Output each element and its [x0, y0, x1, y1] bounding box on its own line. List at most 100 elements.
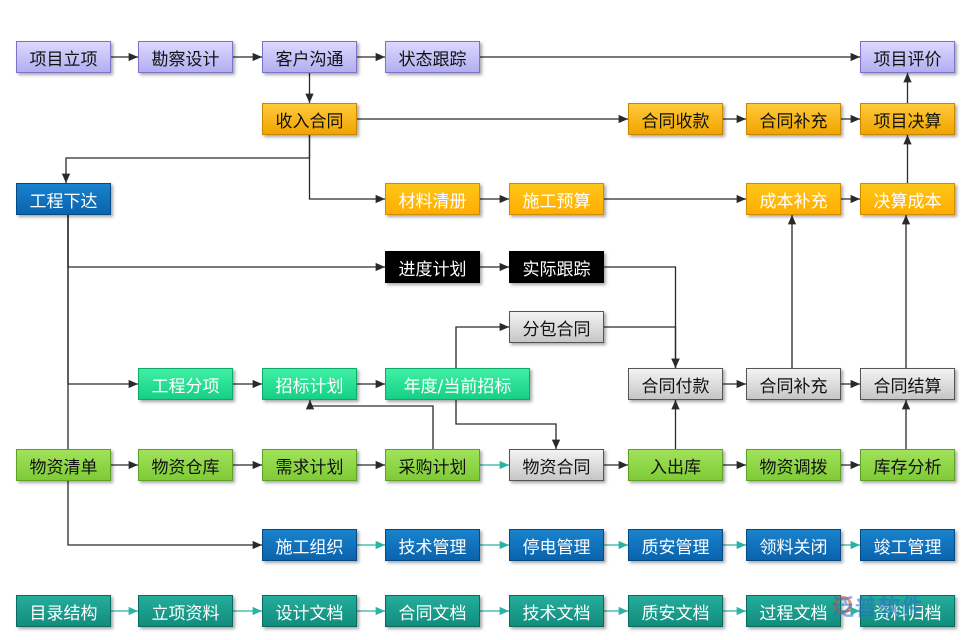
- node-n42[interactable]: 技术文档: [509, 595, 604, 627]
- node-label: 合同付款: [641, 376, 710, 397]
- node-label: 决算成本: [873, 191, 942, 212]
- node-n11[interactable]: 材料清册: [385, 183, 480, 215]
- node-label: 技术管理: [398, 537, 467, 558]
- node-label: 需求计划: [275, 457, 344, 478]
- node-n9[interactable]: 项目决算: [860, 103, 955, 135]
- node-label: 设计文档: [275, 603, 344, 624]
- node-label: 成本补充: [759, 191, 828, 212]
- node-n26[interactable]: 需求计划: [262, 449, 357, 481]
- node-n35[interactable]: 质安管理: [628, 529, 723, 561]
- node-label: 施工预算: [522, 191, 591, 212]
- connector-n10-n18: [67, 215, 138, 389]
- node-n4[interactable]: 状态跟踪: [385, 41, 480, 73]
- node-n3[interactable]: 客户沟通: [262, 41, 357, 73]
- node-label: 项目评价: [873, 49, 942, 70]
- node-n7[interactable]: 合同收款: [628, 103, 723, 135]
- node-label: 工程下达: [29, 191, 98, 212]
- node-n36[interactable]: 领料关闭: [746, 529, 841, 561]
- node-n22[interactable]: 合同补充: [746, 368, 841, 400]
- node-label: 目录结构: [29, 603, 98, 624]
- node-label: 合同文档: [398, 603, 467, 624]
- node-label: 立项资料: [151, 603, 220, 624]
- node-label: 收入合同: [275, 111, 344, 132]
- node-n44[interactable]: 过程文档: [746, 595, 841, 627]
- node-label: 年度/当前招标: [403, 376, 512, 397]
- node-n15[interactable]: 进度计划: [385, 251, 480, 283]
- node-label: 客户沟通: [275, 49, 344, 70]
- node-n6[interactable]: 收入合同: [262, 103, 357, 135]
- node-n2[interactable]: 勘察设计: [138, 41, 233, 73]
- node-n21[interactable]: 合同付款: [628, 368, 723, 400]
- watermark: 泛普软件: [832, 596, 925, 621]
- node-label: 合同补充: [759, 111, 828, 132]
- node-n33[interactable]: 技术管理: [385, 529, 480, 561]
- connector-n20-n28: [455, 400, 561, 449]
- connector-n10-n32: [67, 215, 262, 550]
- node-n30[interactable]: 物资调拨: [746, 449, 841, 481]
- node-label: 技术文档: [522, 603, 591, 624]
- connector-n16-n21: [604, 266, 680, 368]
- node-label: 招标计划: [275, 376, 344, 397]
- node-label: 质安管理: [641, 537, 710, 558]
- node-n24[interactable]: 物资清单: [16, 449, 111, 481]
- node-n39[interactable]: 立项资料: [138, 595, 233, 627]
- node-n10[interactable]: 工程下达: [16, 183, 111, 215]
- node-n34[interactable]: 停电管理: [509, 529, 604, 561]
- node-n31[interactable]: 库存分析: [860, 449, 955, 481]
- node-label: 材料清册: [398, 191, 467, 212]
- node-label: 状态跟踪: [398, 49, 467, 70]
- node-label: 项目决算: [873, 111, 942, 132]
- node-label: 质安文档: [641, 603, 710, 624]
- connector-n6-n10: [61, 135, 311, 183]
- node-n20[interactable]: 年度/当前招标: [385, 368, 530, 400]
- node-n17[interactable]: 分包合同: [509, 311, 604, 343]
- node-n5[interactable]: 项目评价: [860, 41, 955, 73]
- node-n18[interactable]: 工程分项: [138, 368, 233, 400]
- node-n32[interactable]: 施工组织: [262, 529, 357, 561]
- node-n41[interactable]: 合同文档: [385, 595, 480, 627]
- node-label: 竣工管理: [873, 537, 942, 558]
- node-n37[interactable]: 竣工管理: [860, 529, 955, 561]
- node-label: 过程文档: [759, 603, 828, 624]
- node-label: 领料关闭: [759, 537, 828, 558]
- connector-n27-n19: [305, 400, 434, 449]
- node-n25[interactable]: 物资仓库: [138, 449, 233, 481]
- node-n43[interactable]: 质安文档: [628, 595, 723, 627]
- node-n14[interactable]: 决算成本: [860, 183, 955, 215]
- node-label: 库存分析: [873, 457, 942, 478]
- node-label: 停电管理: [522, 537, 591, 558]
- node-label: 物资合同: [522, 457, 591, 478]
- node-label: 勘察设计: [151, 49, 220, 70]
- node-n19[interactable]: 招标计划: [262, 368, 357, 400]
- node-n38[interactable]: 目录结构: [16, 595, 111, 627]
- connector-n6-n11: [308, 135, 385, 204]
- connector-n17-n21: [604, 326, 680, 368]
- node-label: 合同收款: [641, 111, 710, 132]
- node-label: 物资调拨: [759, 457, 828, 478]
- node-label: 资料归档: [873, 603, 942, 624]
- node-n40[interactable]: 设计文档: [262, 595, 357, 627]
- node-n23[interactable]: 合同结算: [860, 368, 955, 400]
- node-label: 实际跟踪: [522, 259, 591, 280]
- node-label: 项目立项: [29, 49, 98, 70]
- node-n13[interactable]: 成本补充: [746, 183, 841, 215]
- node-n1[interactable]: 项目立项: [16, 41, 111, 73]
- node-label: 合同补充: [759, 376, 828, 397]
- node-n16[interactable]: 实际跟踪: [509, 251, 604, 283]
- node-n28[interactable]: 物资合同: [509, 449, 604, 481]
- node-label: 工程分项: [151, 376, 220, 397]
- node-n12[interactable]: 施工预算: [509, 183, 604, 215]
- node-n45[interactable]: 资料归档: [860, 595, 955, 627]
- node-label: 进度计划: [398, 259, 467, 280]
- node-n8[interactable]: 合同补充: [746, 103, 841, 135]
- node-n27[interactable]: 采购计划: [385, 449, 480, 481]
- connector-n20-n17: [455, 322, 509, 368]
- connector-n10-n15: [67, 215, 385, 272]
- node-label: 采购计划: [398, 457, 467, 478]
- node-label: 物资清单: [29, 457, 98, 478]
- watermark-logo-icon: [834, 596, 852, 614]
- node-label: 合同结算: [873, 376, 942, 397]
- node-n29[interactable]: 入出库: [628, 449, 723, 481]
- node-label: 分包合同: [522, 319, 591, 340]
